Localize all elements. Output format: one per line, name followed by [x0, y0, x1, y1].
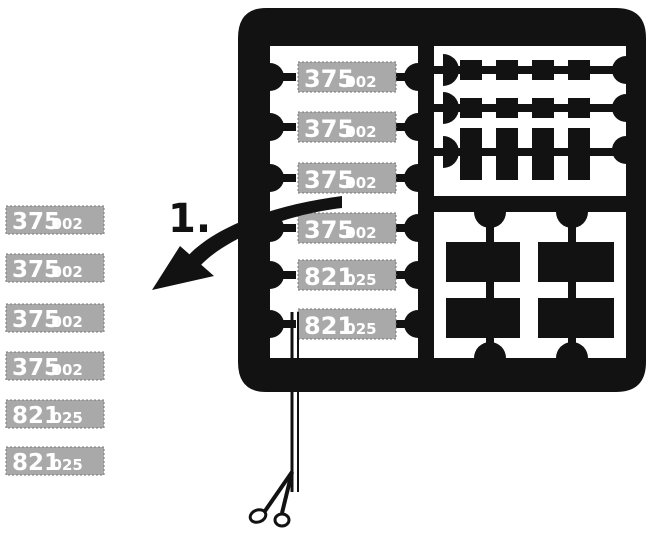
plate-number: 821 — [304, 312, 354, 340]
plate-number: 375 — [12, 355, 60, 381]
sprue-left-nubs — [270, 63, 418, 338]
plate-code: 002 — [345, 174, 376, 192]
plate-background — [5, 351, 105, 381]
plate-number: 375 — [12, 307, 60, 333]
sprue-part-group-bottom — [446, 212, 614, 358]
plate-number: 821 — [12, 450, 60, 476]
plate-code: 002 — [345, 224, 376, 242]
plate-background — [5, 303, 105, 333]
sprue-part-group-top — [434, 54, 626, 180]
plate-number: 821 — [12, 403, 60, 429]
step-label: 1. — [168, 196, 211, 242]
plate-code: 025 — [345, 271, 376, 289]
plate-background — [5, 253, 105, 283]
plate-code: 025 — [52, 409, 83, 427]
plate-number: 375 — [304, 115, 354, 143]
plate-code: 025 — [52, 456, 83, 474]
plate-number: 375 — [304, 216, 354, 244]
plate-code: 025 — [345, 320, 376, 338]
cut-line — [290, 312, 299, 492]
plate-code: 002 — [52, 313, 83, 331]
plate-number: 375 — [12, 257, 60, 283]
plate-number: 821 — [304, 263, 354, 291]
sprue-frame — [238, 8, 646, 392]
plate-background — [297, 111, 397, 143]
plate-background — [297, 61, 397, 93]
curved-arrow-icon — [152, 196, 342, 290]
plate-code: 002 — [52, 215, 83, 233]
plate-background — [5, 205, 105, 235]
plate-background — [297, 212, 397, 244]
scissors-icon — [248, 470, 294, 528]
plate-background — [5, 446, 105, 476]
plate-code: 002 — [52, 361, 83, 379]
plate-background — [297, 162, 397, 194]
plate-number: 375 — [304, 65, 354, 93]
plate-background — [297, 259, 397, 291]
plate-background — [297, 308, 397, 340]
plate-number: 375 — [12, 209, 60, 235]
plate-code: 002 — [345, 123, 376, 141]
plate-code: 002 — [52, 263, 83, 281]
plate-background — [5, 399, 105, 429]
plate-code: 002 — [345, 73, 376, 91]
plate-number: 375 — [304, 166, 354, 194]
